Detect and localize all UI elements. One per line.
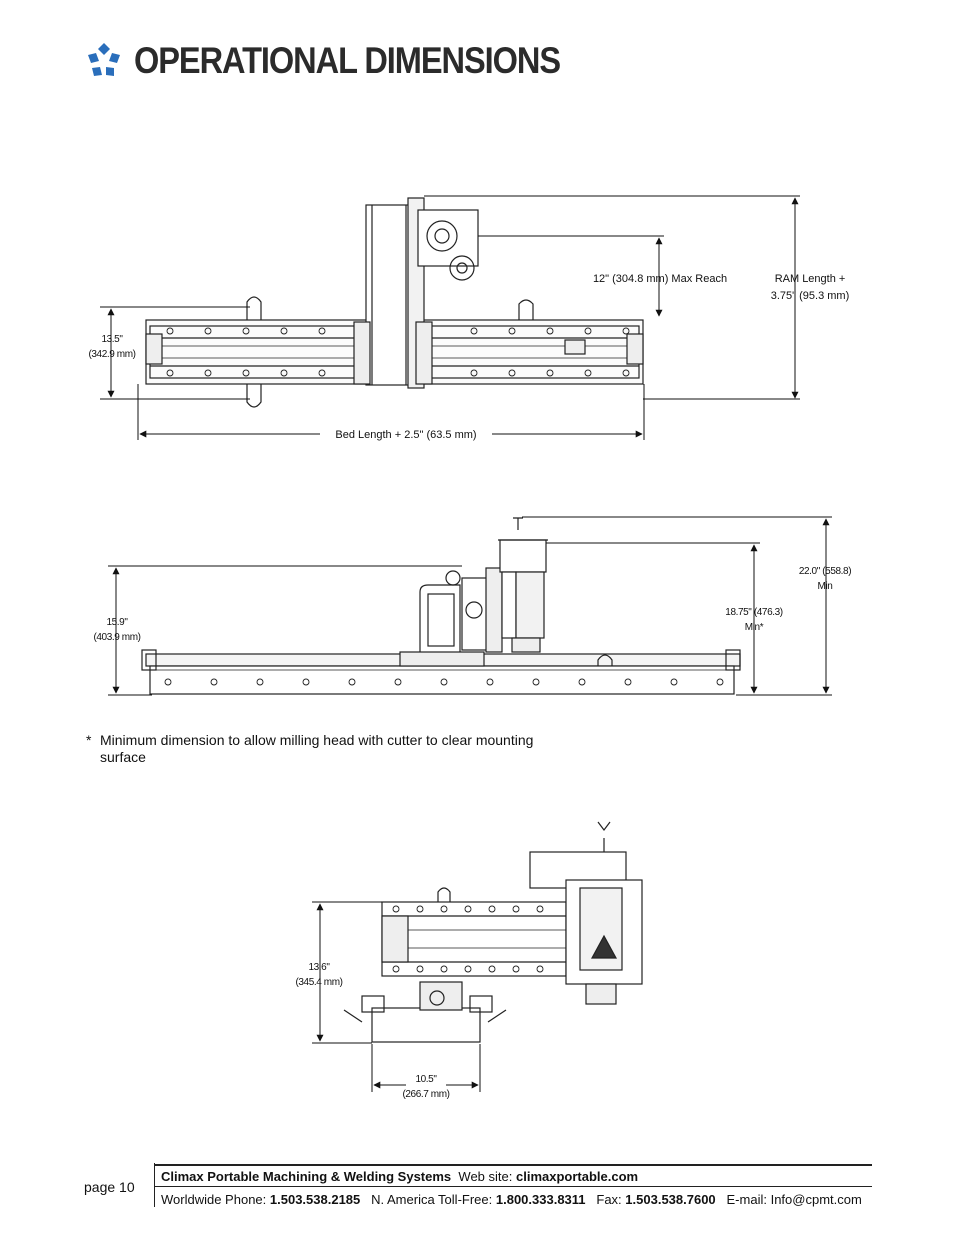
bolt-hole [536, 965, 544, 973]
bed-length-label: Bed Length + 2.5" (63.5 mm) [335, 429, 477, 441]
bolt-hole [166, 327, 174, 335]
bolt-hole [536, 905, 544, 913]
fax-label: Fax: [596, 1192, 622, 1207]
bolt-hole [578, 678, 586, 686]
bolt-hole [280, 327, 288, 335]
bolt-hole [348, 678, 356, 686]
bolt-hole [394, 678, 402, 686]
bolt-hole [210, 678, 218, 686]
bolt-hole [318, 327, 326, 335]
bolt-hole [546, 369, 554, 377]
bolt-hole [256, 678, 264, 686]
head-height-label-line2: Min* [744, 622, 764, 633]
footer-rule-top [154, 1164, 872, 1166]
bolt-hole [584, 369, 592, 377]
footnote: * Minimum dimension to allow milling hea… [86, 732, 536, 766]
email-link[interactable]: Info@cpmt.com [770, 1192, 862, 1207]
bolt-hole [166, 369, 174, 377]
total-height-label-line1: 22.0" (558.8) [798, 566, 852, 577]
bolt-hole [470, 327, 478, 335]
end-height-label-line1: 13.6" [308, 962, 330, 973]
bolt-hole [622, 327, 630, 335]
bolt-hole [532, 678, 540, 686]
footer-rule-middle [154, 1186, 872, 1187]
bolt-hole [546, 327, 554, 335]
bolt-hole [242, 369, 250, 377]
footnote-text: Minimum dimension to allow milling head … [100, 732, 534, 765]
phone-number: 1.503.538.2185 [269, 1192, 361, 1207]
total-height-label-line2: Min [817, 581, 833, 592]
bolt-hole [302, 678, 310, 686]
end-view-drawing [343, 821, 643, 1043]
footnote-marker: * [86, 732, 92, 748]
bolt-hole [508, 327, 516, 335]
bolt-hole [470, 369, 478, 377]
bolt-hole [416, 965, 424, 973]
bolt-hole [464, 965, 472, 973]
fax-number: 1.503.538.7600 [625, 1192, 716, 1207]
bolt-hole [716, 678, 724, 686]
company-name: Climax Portable Machining & Welding Syst… [161, 1169, 452, 1184]
bolt-hole [204, 369, 212, 377]
side-height-label-line2: (403.9 mm) [93, 632, 141, 643]
page-number: page 10 [84, 1179, 135, 1195]
page-header: OPERATIONAL DIMENSIONS [84, 38, 618, 84]
bolt-hole [440, 678, 448, 686]
ram-length-label-line1: RAM Length + [774, 273, 846, 285]
side-view-drawing [141, 517, 741, 695]
bolt-hole [416, 905, 424, 913]
climax-logo-icon [88, 43, 120, 76]
bolt-hole [670, 678, 678, 686]
bolt-hole [318, 369, 326, 377]
tollfree-label: N. America Toll-Free: [371, 1192, 493, 1207]
head-height-label-line1: 18.75" (476.3) [725, 607, 783, 618]
top-height-label-line2: (342.9 mm) [88, 349, 136, 360]
bolt-hole [204, 327, 212, 335]
bolt-hole [488, 905, 496, 913]
bolt-hole [488, 965, 496, 973]
bolt-hole [392, 965, 400, 973]
side-height-label-line1: 15.9" [106, 617, 128, 628]
web-link[interactable]: climaxportable.com [515, 1169, 639, 1184]
bolt-hole [164, 678, 172, 686]
end-height-label-line2: (345.4 mm) [295, 977, 343, 988]
bolt-hole [440, 965, 448, 973]
phone-label: Worldwide Phone: [161, 1192, 267, 1207]
top-height-label-line1: 13.5" [101, 334, 123, 345]
page-title: OPERATIONAL DIMENSIONS [134, 40, 561, 81]
bolt-hole [512, 965, 520, 973]
bolt-hole [464, 905, 472, 913]
max-reach-label: 12" (304.8 mm) Max Reach [592, 273, 728, 285]
end-width-label-line2: (266.7 mm) [402, 1089, 450, 1100]
end-width-label-line1: 10.5" [415, 1074, 437, 1085]
bolt-hole [486, 678, 494, 686]
bolt-hole [392, 905, 400, 913]
tollfree-number: 1.800.333.8311 [495, 1192, 586, 1207]
bolt-hole [512, 905, 520, 913]
bolt-hole [508, 369, 516, 377]
bolt-hole [624, 678, 632, 686]
bolt-hole [584, 327, 592, 335]
top-view-drawing [145, 197, 644, 408]
bolt-hole [242, 327, 250, 335]
web-label: Web site: [458, 1169, 513, 1184]
footer-divider [154, 1163, 155, 1207]
bolt-hole [440, 905, 448, 913]
footer-contact-row: Worldwide Phone: 1.503.538.2185 N. Ameri… [161, 1192, 862, 1207]
bolt-hole [622, 369, 630, 377]
ram-length-label-line2: 3.75" (95.3 mm) [770, 290, 850, 302]
bolt-hole [280, 369, 288, 377]
page-footer: page 10 Climax Portable Machining & Weld… [84, 1163, 872, 1207]
footer-company-row: Climax Portable Machining & Welding Syst… [161, 1169, 638, 1184]
email-label: E-mail: [726, 1192, 767, 1207]
